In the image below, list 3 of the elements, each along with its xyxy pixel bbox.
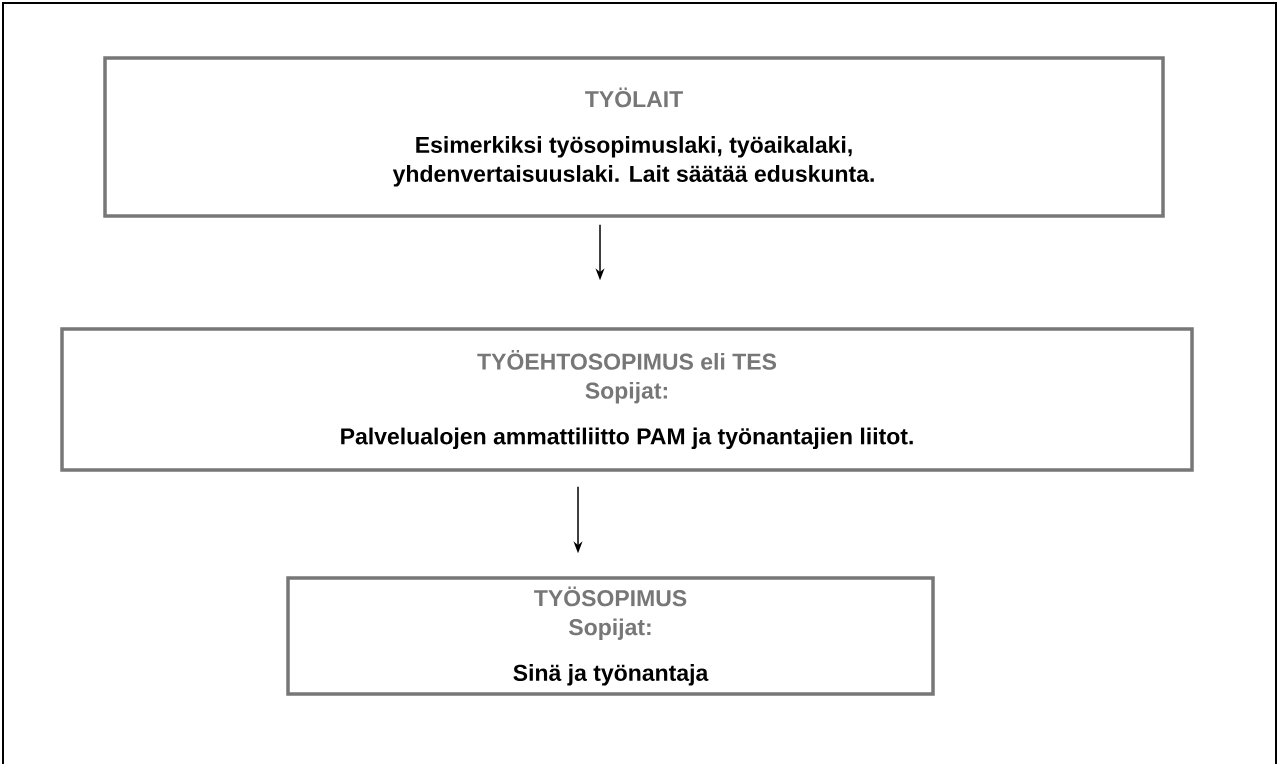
text-box: TYÖLAIT Esimerkiksi työsopimuslaki, työaikalaki, yhdenvertaisuuslaki. Lait säätää eduskunta. — [103, 56, 1165, 218]
text-box: TYÖSOPIMUS Sopijat: Sinä ja työnantaja — [286, 576, 935, 696]
text-box: TYÖEHTOSOPIMUS eli TES Sopijat: Palvelualojen ammattiliitto PAM ja työnantajien liitot. — [60, 327, 1194, 472]
